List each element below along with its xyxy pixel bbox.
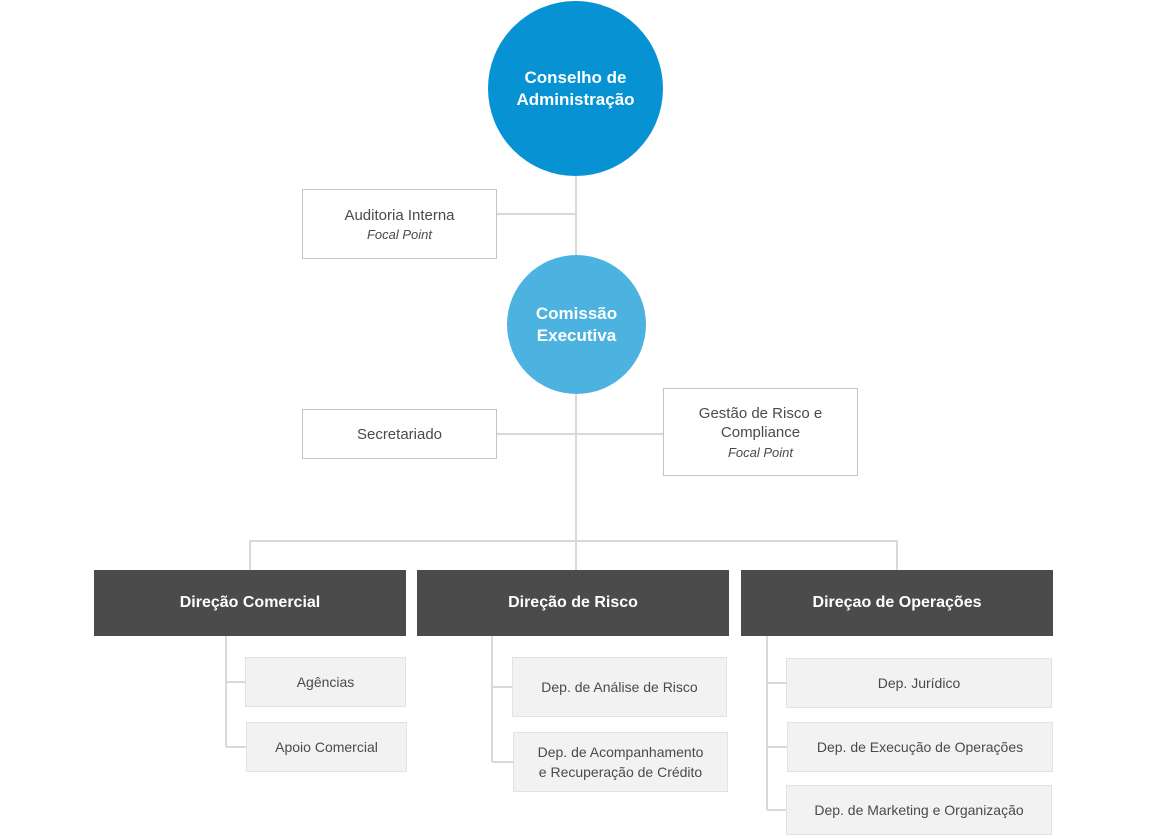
audit-node: Auditoria Interna Focal Point [302,189,497,259]
dept-analise-risco: Dep. de Análise de Risco [512,657,727,717]
dept-acompanhamento-line1: Dep. de Acompanhamento [537,744,704,760]
risk-compliance-sub: Focal Point [727,445,794,460]
dept-marketing-organizacao: Dep. de Marketing e Organização [786,785,1052,835]
executive-node: Comissão Executiva [507,255,646,394]
secretariat-node: Secretariado [302,409,497,459]
risk-compliance-line2: Compliance [720,424,801,441]
dept-acompanhamento-line2: e Recuperação de Crédito [538,764,703,780]
executive-line1: Comissão [535,303,618,323]
dept-acompanhamento: Dep. de Acompanhamento e Recuperação de … [513,732,728,792]
audit-sub: Focal Point [366,226,433,242]
dept-juridico: Dep. Jurídico [786,658,1052,708]
dept-execucao-operacoes: Dep. de Execução de Operações [787,722,1053,772]
executive-line2: Executiva [536,325,617,345]
board-line1: Conselho de [524,67,627,87]
dept-apoio-comercial: Apoio Comercial [246,722,407,772]
directorate-operations: Direçao de Operações [741,570,1053,636]
risk-compliance-node: Gestão de Risco e Compliance Focal Point [663,388,858,476]
directorate-risk: Direção de Risco [417,570,729,636]
audit-title: Auditoria Interna [344,206,455,224]
dept-analise-risco-label: Dep. de Análise de Risco [541,679,698,695]
board-line2: Administração [516,89,635,109]
dept-agencias: Agências [245,657,406,707]
directorate-commercial: Direção Comercial [94,570,406,636]
board-node: Conselho de Administração [488,1,663,176]
secretariat-title: Secretariado [356,425,443,443]
risk-compliance-line1: Gestão de Risco e [698,405,823,422]
